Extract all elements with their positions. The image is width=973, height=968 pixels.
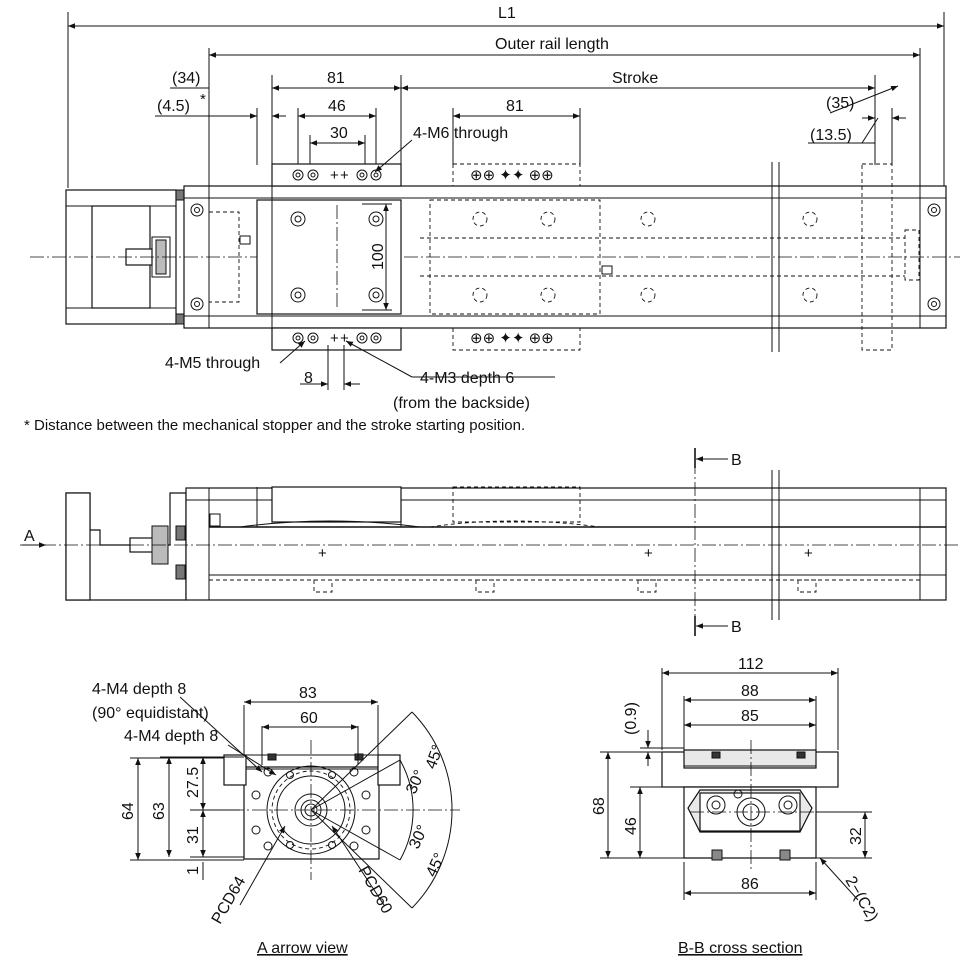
dim-85: 85: [741, 708, 759, 725]
dim-81-carriage: 81: [327, 70, 345, 87]
carriage-bolt-holes: [290, 205, 384, 310]
dim-112: 112: [738, 656, 764, 673]
dim-64: 64: [120, 802, 137, 820]
dim-46-bb: 46: [623, 817, 640, 835]
dim-46: 46: [328, 98, 346, 115]
view-a-label: A: [24, 528, 35, 545]
caption-a-arrow-view: A arrow view: [257, 940, 348, 957]
top-view: ++ ++ ⊕⊕ ✦✦ ⊕⊕ ⊕⊕ ✦✦ ⊕⊕: [30, 5, 960, 412]
svg-text:+: +: [804, 545, 813, 562]
dim-l1: L1: [498, 5, 516, 22]
dim-86: 86: [741, 876, 759, 893]
dim-13-5: (13.5): [810, 127, 852, 144]
svg-text:⊕⊕ ✦✦ ⊕⊕: ⊕⊕ ✦✦ ⊕⊕: [470, 330, 554, 347]
label-pcd64: PCD64: [209, 874, 250, 927]
side-view: + + + B B A: [20, 448, 960, 636]
dim-34: (34): [172, 70, 200, 87]
dim-0-9: (0.9): [623, 702, 640, 735]
label-m4-depth8-b: 4-M4 depth 8: [124, 728, 218, 745]
dim-4-5: (4.5): [157, 98, 190, 115]
a-arrow-view: 4-M4 depth 8 (90° equidistant) 4-M4 dept…: [92, 681, 460, 957]
section-b-top: B: [731, 452, 742, 469]
flange-holes-top: ++: [292, 167, 382, 184]
angle-45-upper: 45°: [423, 743, 447, 772]
label-m3-depth: 4-M3 depth 6: [420, 370, 514, 387]
svg-text:+: +: [340, 330, 349, 347]
bb-cross-section: 112 88 85 (0.9) 68 46 32 86 2−(C2) B-B c…: [591, 656, 881, 957]
dim-100: 100: [370, 243, 387, 270]
svg-text:+: +: [644, 545, 653, 562]
label-m4-depth8-a: 4-M4 depth 8: [92, 681, 186, 698]
svg-text:+: +: [340, 167, 349, 184]
svg-text:+: +: [318, 545, 327, 562]
label-from-backside: (from the backside): [393, 395, 530, 412]
label-pcd60: PCD60: [355, 864, 396, 917]
dim-32: 32: [848, 827, 865, 845]
dim-35: (35): [826, 95, 854, 112]
angle-30-lower: 30°: [406, 823, 432, 852]
label-90-equidistant: (90° equidistant): [92, 705, 209, 722]
footnote: * Distance between the mechanical stoppe…: [24, 417, 525, 434]
dim-31: 31: [185, 826, 202, 844]
dim-outer-rail-length: Outer rail length: [495, 36, 609, 53]
dim-88: 88: [741, 683, 759, 700]
caption-bb-cross-section: B-B cross section: [678, 940, 802, 957]
dim-8: 8: [304, 370, 313, 387]
label-m6-through: 4-M6 through: [413, 125, 508, 142]
dim-83: 83: [299, 685, 317, 702]
label-m5-through: 4-M5 through: [165, 355, 260, 372]
dim-63: 63: [151, 802, 168, 820]
angle-30-upper: 30°: [403, 768, 429, 797]
dim-81-phantom: 81: [506, 98, 524, 115]
label-c2: 2−(C2): [842, 874, 881, 925]
mounting-holes: [251, 753, 371, 851]
flange-holes-bottom: ++: [292, 330, 382, 347]
section-b-bottom: B: [731, 619, 742, 636]
dim-1: 1: [185, 866, 202, 875]
dim-68: 68: [591, 797, 608, 815]
svg-text:+: +: [330, 167, 339, 184]
asterisk: *: [200, 91, 206, 108]
svg-text:⊕⊕ ✦✦ ⊕⊕: ⊕⊕ ✦✦ ⊕⊕: [470, 167, 554, 184]
svg-text:+: +: [330, 330, 339, 347]
dim-27-5: 27.5: [185, 767, 202, 798]
dim-30: 30: [330, 125, 348, 142]
dim-stroke: Stroke: [612, 70, 658, 87]
dim-60: 60: [300, 710, 318, 727]
